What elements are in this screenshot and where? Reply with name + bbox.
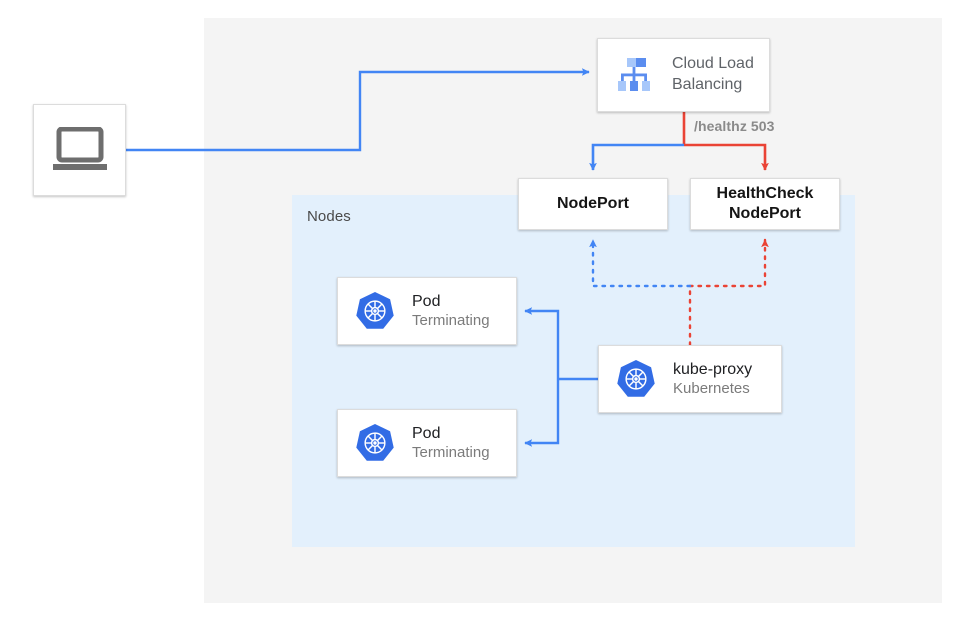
edge-kubeproxy-to-healthcheck-nodeport [688,238,769,288]
edge-kubeproxy-to-pod2 [524,379,560,447]
nodeport-label: NodePort [557,195,629,213]
healthcheck-nodeport-label-line2: NodePort [728,205,801,222]
pod-2-status: Terminating [412,443,490,461]
pod-node-1[interactable]: Pod Terminating [337,277,517,345]
cloud-load-balancing-icon [618,58,650,91]
cloud-load-balancing-label-line1: Cloud Load [672,55,754,73]
pod-2-label: Pod [412,424,441,442]
kubernetes-icon [356,291,394,329]
edge-lb-to-nodeport [589,143,684,171]
cloud-load-balancing-label-line2: Balancing [672,76,743,93]
kube-proxy-label: kube-proxy [673,360,753,378]
laptop-icon [52,127,107,170]
pod-1-status: Terminating [412,311,490,329]
kube-proxy-subtitle: Kubernetes [673,379,750,397]
pod-node-2[interactable]: Pod Terminating [337,409,517,477]
client-node[interactable] [33,104,126,196]
kube-proxy-node[interactable]: kube-proxy Kubernetes [598,345,782,413]
edge-lb-to-healthcheck-nodeport [684,143,769,171]
cloud-load-balancing-node[interactable]: Cloud Load Balancing [597,38,770,112]
edge-kubeproxy-to-pod1 [524,307,560,379]
kubernetes-icon [617,359,655,397]
healthz-edge-label: /healthz 503 [694,118,775,134]
nodeport-node[interactable]: NodePort [518,178,668,230]
kubernetes-icon [356,423,394,461]
edge-kubeproxy-to-nodeport [589,238,692,288]
edge-client-to-load-balancer [126,68,590,152]
healthcheck-nodeport-label-line1: HealthCheck [716,185,814,203]
healthcheck-nodeport-node[interactable]: HealthCheck NodePort [690,178,840,230]
nodes-panel-label: Nodes [307,208,351,225]
pod-1-label: Pod [412,292,441,310]
